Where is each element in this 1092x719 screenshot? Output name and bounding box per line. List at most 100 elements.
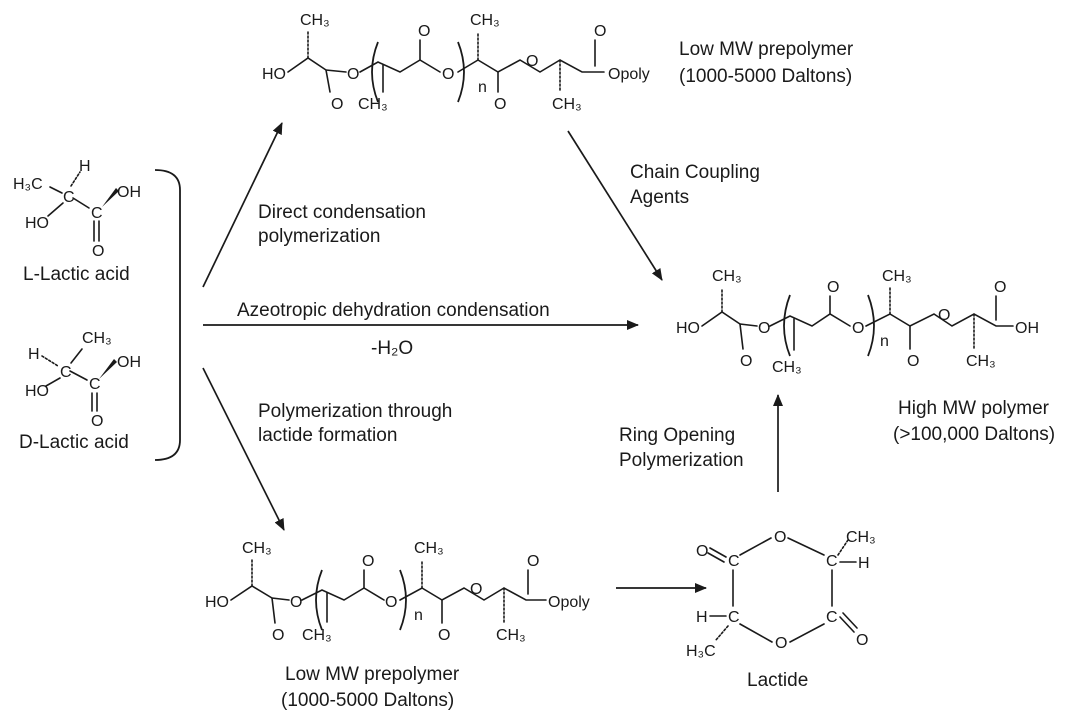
direct-route-line-2: polymerization	[258, 226, 381, 247]
lac-bond-methyl-1	[837, 539, 849, 556]
l-carbonyl-carbon-label: C	[91, 205, 103, 222]
bottom-prepolymer-range: (1000-5000 Daltons)	[281, 690, 454, 711]
top-backbone-1	[287, 57, 347, 73]
d-oh-label: OH	[117, 354, 141, 371]
lac-c-2: C	[826, 553, 838, 570]
bp-o-2: O	[290, 594, 302, 611]
lac-c-4: C	[826, 609, 838, 626]
top-backbone-3	[457, 59, 605, 73]
d-hydrogen-label: H	[28, 346, 40, 363]
top-ch3-1: CH₃	[300, 12, 330, 29]
top-o-2: O	[347, 66, 359, 83]
coupling-line-1: Chain Coupling	[630, 162, 760, 183]
top-backbone-2	[359, 59, 441, 73]
bp-ch3-2: CH₃	[302, 627, 332, 644]
d-lactic-acid-label: D-Lactic acid	[19, 432, 129, 453]
bp-backbone-1	[230, 585, 290, 601]
hp-o-7: O	[994, 279, 1006, 296]
bp-backbone-2	[301, 587, 385, 601]
d-lactic-acid-structure: CH₃ H C HO C OH O D-Lactic acid	[19, 330, 141, 453]
hp-o-6: O	[938, 307, 950, 324]
top-o-7: O	[594, 23, 606, 40]
top-close-paren	[457, 41, 465, 103]
bp-ch3-3: CH₃	[414, 540, 444, 557]
lactide-route-line-2: lactide formation	[258, 425, 397, 446]
d-bond-ho	[45, 377, 61, 387]
lac-co-2b	[842, 612, 858, 629]
l-hydroxyl-label: HO	[25, 215, 49, 232]
l-bond-h-hashed	[70, 171, 81, 187]
l-alpha-carbon-label: C	[63, 189, 75, 206]
l-lactic-acid-structure: H₃C H C HO C OH O L-Lactic acid	[13, 158, 141, 285]
lac-bond-4	[789, 623, 825, 643]
lac-o-ring-2: O	[775, 635, 787, 652]
top-o-4: O	[442, 66, 454, 83]
lactide-route-arrow	[202, 367, 285, 531]
hp-backbone-3	[865, 313, 1014, 327]
lac-h3c-label: H₃C	[686, 643, 716, 660]
rop-line-1: Ring Opening	[619, 425, 735, 446]
bp-o-4: O	[385, 594, 397, 611]
bp-open-paren	[315, 569, 323, 631]
top-n-label: n	[478, 79, 487, 96]
lac-bond-5	[739, 623, 773, 643]
hp-ch3-3: CH₃	[882, 268, 912, 285]
hp-n-label: n	[880, 333, 889, 350]
lac-c-1: C	[728, 553, 740, 570]
l-lactic-acid-label: L-Lactic acid	[23, 264, 130, 285]
lactide-route-line-1: Polymerization through	[258, 401, 452, 422]
top-ch3-2: CH₃	[358, 96, 388, 113]
top-ch3-3: CH₃	[470, 12, 500, 29]
lac-c-3: C	[728, 609, 740, 626]
lac-co-2a	[839, 616, 855, 633]
d-bond-h-hashed	[41, 355, 59, 367]
chain-coupling-arrow	[567, 130, 663, 281]
bp-n-label: n	[414, 607, 423, 624]
lac-h-2: H	[696, 609, 708, 626]
l-bond-ho	[47, 202, 64, 217]
d-oxo-label: O	[91, 413, 103, 430]
top-prepolymer-structure: HO CH₃ O O CH₃ O O n CH₃ O O CH₃ O Opoly	[262, 12, 650, 113]
lac-o-exo-1: O	[696, 543, 708, 560]
hp-o-4: O	[852, 320, 864, 337]
bp-opoly-label: Opoly	[548, 594, 590, 611]
bp-o-5: O	[438, 627, 450, 644]
d-alpha-carbon-label: C	[60, 364, 72, 381]
hp-o-2: O	[758, 320, 770, 337]
hp-ch3-2: CH₃	[772, 359, 802, 376]
rop-line-2: Polymerization	[619, 450, 744, 471]
top-ch3-4: CH₃	[552, 96, 582, 113]
d-bond-oh-wedge	[99, 359, 117, 379]
high-polymer-range: (>100,000 Daltons)	[893, 424, 1055, 445]
lac-bond-1	[739, 537, 772, 556]
high-polymer-structure: HO CH₃ O O CH₃ O O n CH₃ O O CH₃ O OH	[676, 268, 1039, 376]
hp-backbone-2	[769, 313, 851, 327]
d-hydroxyl-label: HO	[25, 383, 49, 400]
lac-co-1a	[709, 547, 727, 558]
bp-ho-label: HO	[205, 594, 229, 611]
top-o-5: O	[494, 96, 506, 113]
lac-ch3-1: CH₃	[846, 529, 876, 546]
bp-bond-co-1	[271, 597, 276, 624]
bp-backbone-3	[399, 587, 547, 601]
l-methyl-label: H₃C	[13, 176, 43, 193]
lac-co-1b	[707, 552, 725, 563]
monomer-bracket	[154, 169, 181, 461]
lactide-label: Lactide	[747, 670, 808, 691]
lac-h-1: H	[858, 555, 870, 572]
top-opoly-label: Opoly	[608, 66, 650, 83]
high-polymer-name: High MW polymer	[898, 398, 1050, 419]
hp-backbone-1	[701, 311, 758, 327]
hp-oh-label: OH	[1015, 320, 1039, 337]
top-o-3: O	[418, 23, 430, 40]
bp-o-1: O	[272, 627, 284, 644]
d-carbonyl-carbon-label: C	[89, 376, 101, 393]
top-o-1: O	[331, 96, 343, 113]
top-prepolymer-range: (1000-5000 Daltons)	[679, 66, 852, 87]
azeotropic-label: Azeotropic dehydration condensation	[237, 300, 550, 321]
top-open-paren	[371, 41, 379, 103]
d-bond-methyl	[70, 348, 83, 364]
lac-bond-methyl-2	[715, 625, 729, 641]
